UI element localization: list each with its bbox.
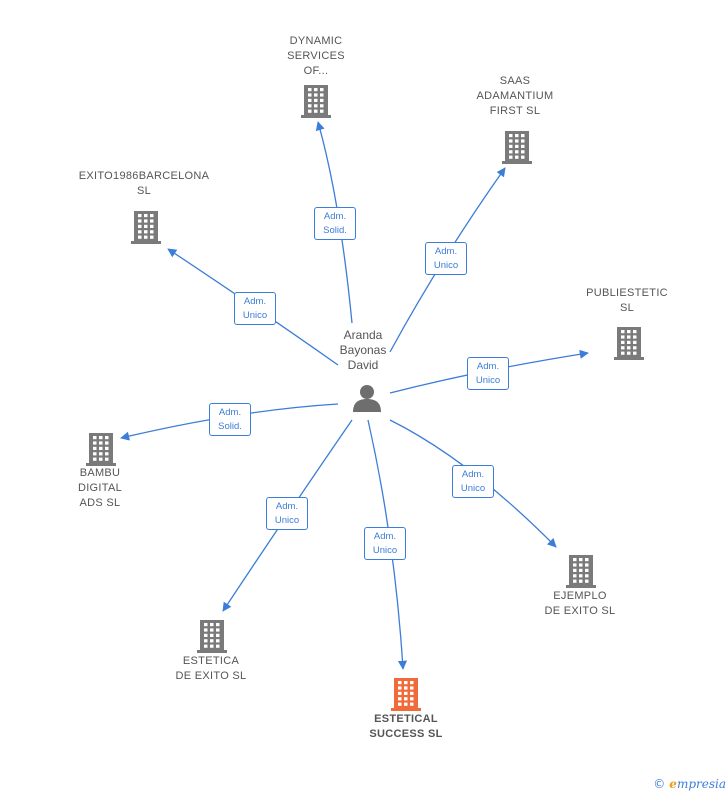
role-badge-publiestetic[interactable]: Adm. Unico <box>467 357 509 390</box>
person-name[interactable]: Aranda Bayonas David <box>339 328 387 372</box>
role-badge-exito1986[interactable]: Adm. Unico <box>234 292 276 325</box>
building-icon[interactable] <box>613 325 645 366</box>
company-label-saas[interactable]: SAAS ADAMANTIUM FIRST SL <box>476 75 554 117</box>
brand-footer: ©empresia <box>653 777 726 791</box>
company-label-estetical[interactable]: ESTETICAL SUCCESS SL <box>369 713 443 740</box>
company-label-estetica[interactable]: ESTETICA DE EXITO SL <box>175 655 247 682</box>
building-icon[interactable] <box>501 129 533 170</box>
company-label-ejemplo[interactable]: EJEMPLO DE EXITO SL <box>544 590 616 617</box>
company-label-exito1986[interactable]: EXITO1986BARCELONA SL <box>78 170 210 197</box>
company-label-publiestetic[interactable]: PUBLIESTETIC SL <box>586 287 668 314</box>
role-badge-saas[interactable]: Adm. Unico <box>425 242 467 275</box>
building-icon[interactable] <box>390 676 422 717</box>
building-icon[interactable] <box>565 553 597 594</box>
role-badge-estetical[interactable]: Adm. Unico <box>364 527 406 560</box>
person-icon[interactable] <box>352 383 382 413</box>
building-icon[interactable] <box>196 618 228 659</box>
building-icon[interactable] <box>300 83 332 124</box>
role-badge-dynamic[interactable]: Adm. Solid. <box>314 207 356 240</box>
role-badge-estetica[interactable]: Adm. Unico <box>266 497 308 530</box>
copyright-icon: © <box>653 777 666 791</box>
building-icon[interactable] <box>85 431 117 472</box>
company-label-dynamic[interactable]: DYNAMIC SERVICES OF... <box>287 35 345 77</box>
building-icon[interactable] <box>130 209 162 250</box>
role-badge-ejemplo[interactable]: Adm. Unico <box>452 465 494 498</box>
brand-initial: e <box>669 777 677 791</box>
brand-name: mpresia <box>676 777 726 791</box>
company-label-bambu[interactable]: BAMBU DIGITAL ADS SL <box>77 467 123 509</box>
role-badge-bambu[interactable]: Adm. Solid. <box>209 403 251 436</box>
